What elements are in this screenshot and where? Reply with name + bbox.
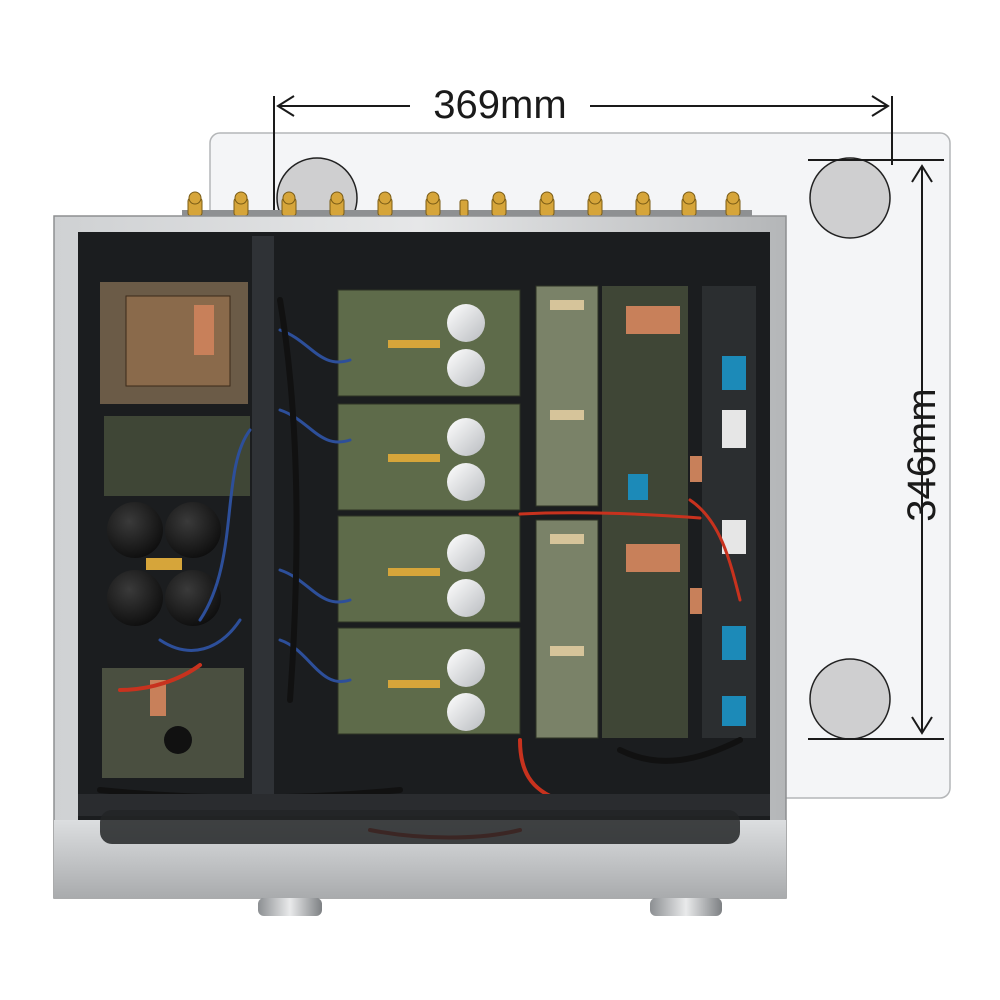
depth-dimension-label: 346mm [900,388,944,522]
depth-dimension-line [808,159,944,740]
power-supply-section [100,282,250,778]
filter-capacitor [107,570,163,626]
filter-capacitor [107,502,163,558]
rear-connectors [182,191,752,220]
rca-jacks [187,191,741,217]
speaker-terminal-board [628,286,756,738]
amplifier-boards [337,289,521,735]
copper-busbar [626,544,680,572]
filter-capacitor [165,502,221,558]
foot-rear-right [809,157,891,239]
copper-busbar [626,306,680,334]
width-dimension-label: 369mm [410,80,590,130]
filter-capacitor [165,570,221,626]
output-transistor-heatsinks [535,285,744,739]
front-knob [258,898,322,916]
amplifier-board [337,627,521,735]
front-panel-knobs [258,898,722,916]
amplifier-board [337,515,521,623]
front-knob [650,898,722,916]
amplifier-board [337,289,521,397]
foot-front-right [809,658,891,740]
amplifier-board [337,403,521,511]
